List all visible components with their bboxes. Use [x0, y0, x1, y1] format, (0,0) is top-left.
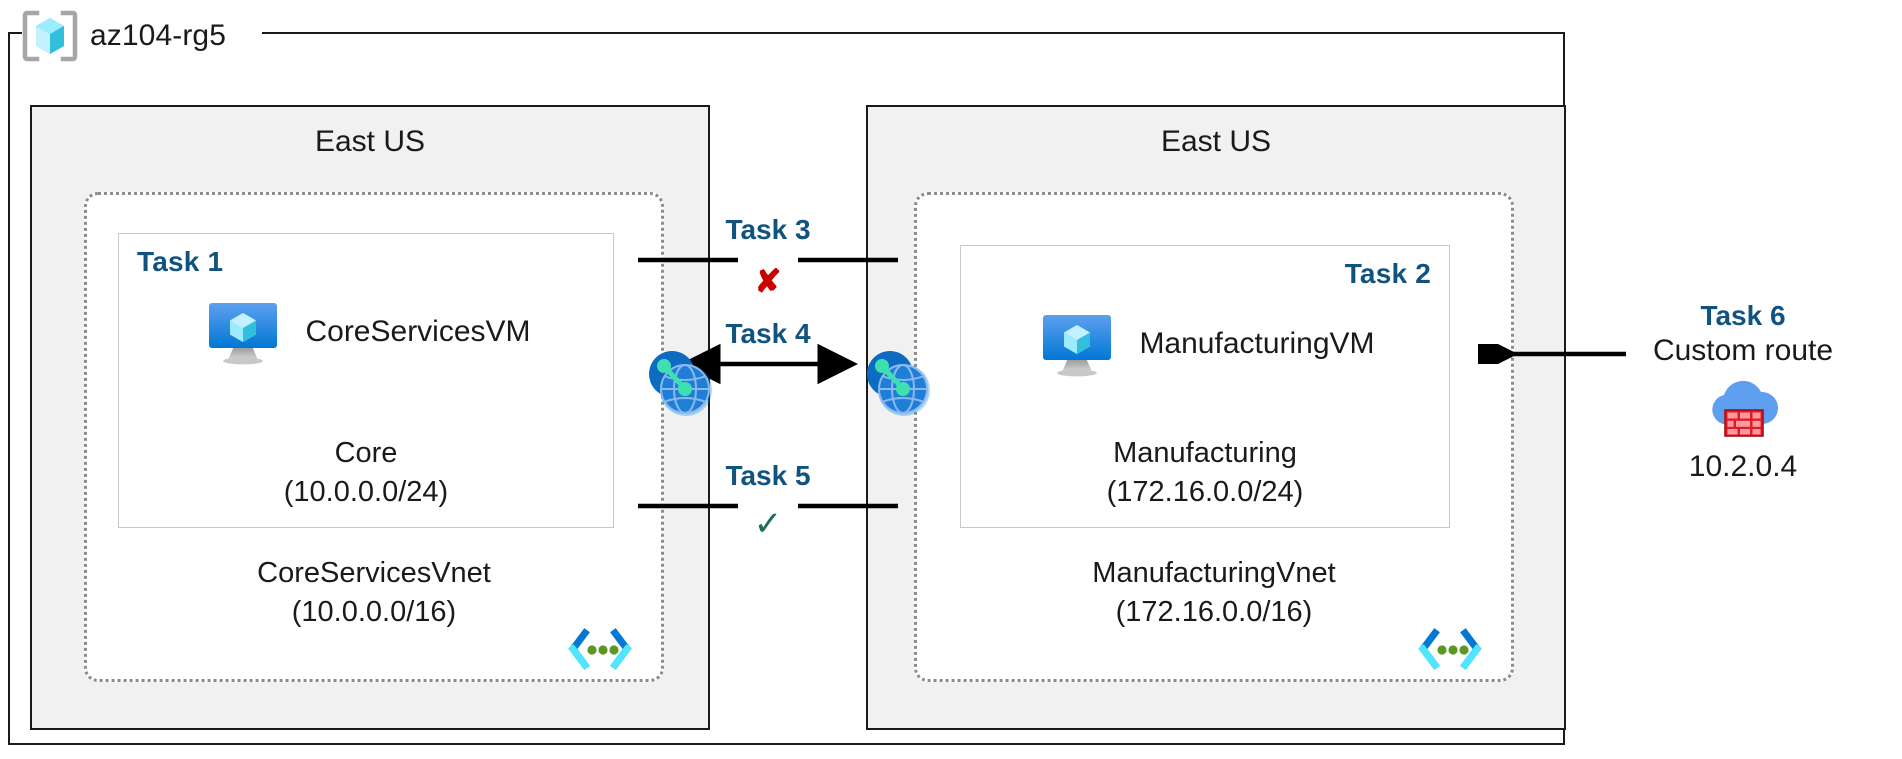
resource-group-icon [22, 10, 78, 62]
task-3-deny-mark: ✘ [754, 263, 782, 299]
vnet-cidr-manufacturing: (172.16.0.0/16) [1115, 595, 1313, 628]
task-4-arrows [680, 343, 858, 385]
subnet-box-core: Task 1 CoreServicesVM [118, 233, 614, 528]
task-label-5: Task 5 [725, 460, 811, 491]
task-label-6: Task 6 [1700, 300, 1786, 331]
task-5-allow-mark: ✓ [753, 505, 783, 543]
subnet-name-core: Core [334, 437, 398, 470]
vnet-peering-icon [649, 351, 712, 416]
subnet-cidr-manufacturing: (172.16.0.0/24) [1106, 475, 1304, 508]
task-3-arrows [638, 257, 898, 263]
vnet-badge-icon [1418, 628, 1482, 670]
resource-group-name: az104-rg5 [90, 19, 226, 52]
vm-row-manufacturing: ManufacturingVM [961, 302, 1449, 386]
vm-row-core: CoreServicesVM [119, 290, 613, 374]
virtual-machine-icon [1043, 315, 1112, 377]
task-label-2: Task 2 [1344, 258, 1431, 289]
gutter-task-3: Task 3 ✘ [638, 214, 898, 304]
vnet-caption-coreservices: CoreServicesVnet (10.0.0.0/16) [87, 554, 661, 631]
subnet-box-manufacturing: Task 2 ManufacturingVM [960, 245, 1450, 528]
vnet-badge-icon [568, 628, 632, 670]
vm-name-manufacturing: ManufacturingVM [1139, 327, 1375, 360]
custom-route-arrow [1478, 344, 1626, 364]
subnet-caption-core: Core (10.0.0.0/24) [119, 434, 613, 511]
gutter-task-4: Task 4 [638, 318, 898, 408]
subnet-caption-manufacturing: Manufacturing (172.16.0.0/24) [961, 434, 1449, 511]
task-label-1: Task 1 [137, 246, 224, 277]
vnet-cidr-coreservices: (10.0.0.0/16) [291, 595, 457, 628]
subnet-name-manufacturing: Manufacturing [1113, 437, 1297, 470]
task-label-3: Task 3 [725, 214, 811, 245]
vnet-name-coreservices: CoreServicesVnet [257, 557, 491, 590]
vnet-caption-manufacturing: ManufacturingVnet (172.16.0.0/16) [917, 554, 1511, 631]
subnet-cidr-core: (10.0.0.0/24) [283, 475, 449, 508]
firewall-ip: 10.2.0.4 [1688, 450, 1798, 483]
vnet-name-manufacturing: ManufacturingVnet [1092, 557, 1336, 590]
gutter-task-5: Task 5 ✓ [638, 460, 898, 550]
azure-firewall-icon [1712, 380, 1779, 437]
region-label-left: East US [314, 125, 426, 158]
region-label-right: East US [1160, 125, 1272, 158]
virtual-machine-icon [209, 303, 278, 365]
custom-route-label: Custom route [1652, 334, 1834, 367]
resource-group-label: az104-rg5 [22, 10, 236, 62]
vm-name-core: CoreServicesVM [305, 315, 531, 348]
task-5-arrows [638, 503, 898, 509]
vnet-peering-icon [867, 351, 930, 416]
firewall-group: Task 6 Custom route 10.2.0.4 [1608, 300, 1878, 484]
